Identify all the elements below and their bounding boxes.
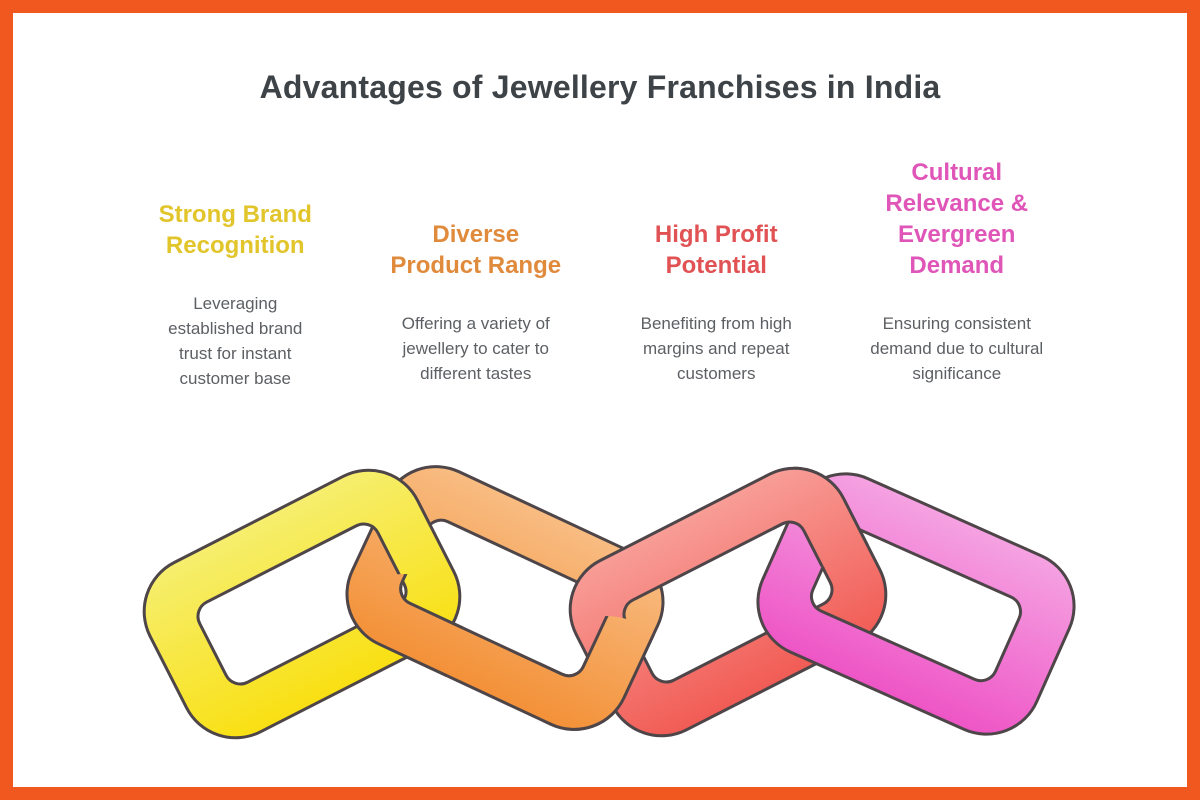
advantage-heading: High Profit Potential [654, 221, 778, 279]
page-title: Advantages of Jewellery Franchises in In… [259, 69, 941, 105]
advantage-heading: Strong Brand Recognition [158, 201, 312, 259]
chain-link-4-pink [738, 454, 1094, 754]
advantage-description: Offering a variety of jewellery to cater… [401, 314, 550, 383]
advantage-heading: Diverse Product Range [390, 221, 562, 279]
weave-patch-orange-over-red [329, 449, 681, 748]
advantage-column-profit-potential: High Profit Potential Benefiting from hi… [596, 133, 837, 411]
advantage-description: Leveraging established brand trust for i… [168, 294, 303, 388]
advantage-column-brand-recognition: Strong Brand Recognition Leveraging esta… [115, 113, 356, 391]
advantage-column-cultural-relevance: Cultural Relevance & Evergreen Demand En… [837, 133, 1078, 411]
chain-link-3-red [549, 447, 907, 757]
advantage-description: Ensuring consistent demand due to cultur… [870, 314, 1044, 383]
weave-patch-red-over-pink [551, 449, 905, 754]
weave-patch-orange-over-yellow [329, 449, 681, 748]
chain-link-2-orange [327, 447, 683, 749]
advantage-column-product-range: Diverse Product Range Offering a variety… [356, 133, 597, 411]
advantage-description: Benefiting from high margins and repeat … [640, 314, 792, 383]
chain-link-1-yellow [123, 449, 481, 759]
advantages-row: Strong Brand Recognition Leveraging esta… [115, 133, 1077, 411]
advantage-heading: Cultural Relevance & Evergreen Demand [885, 159, 1029, 279]
